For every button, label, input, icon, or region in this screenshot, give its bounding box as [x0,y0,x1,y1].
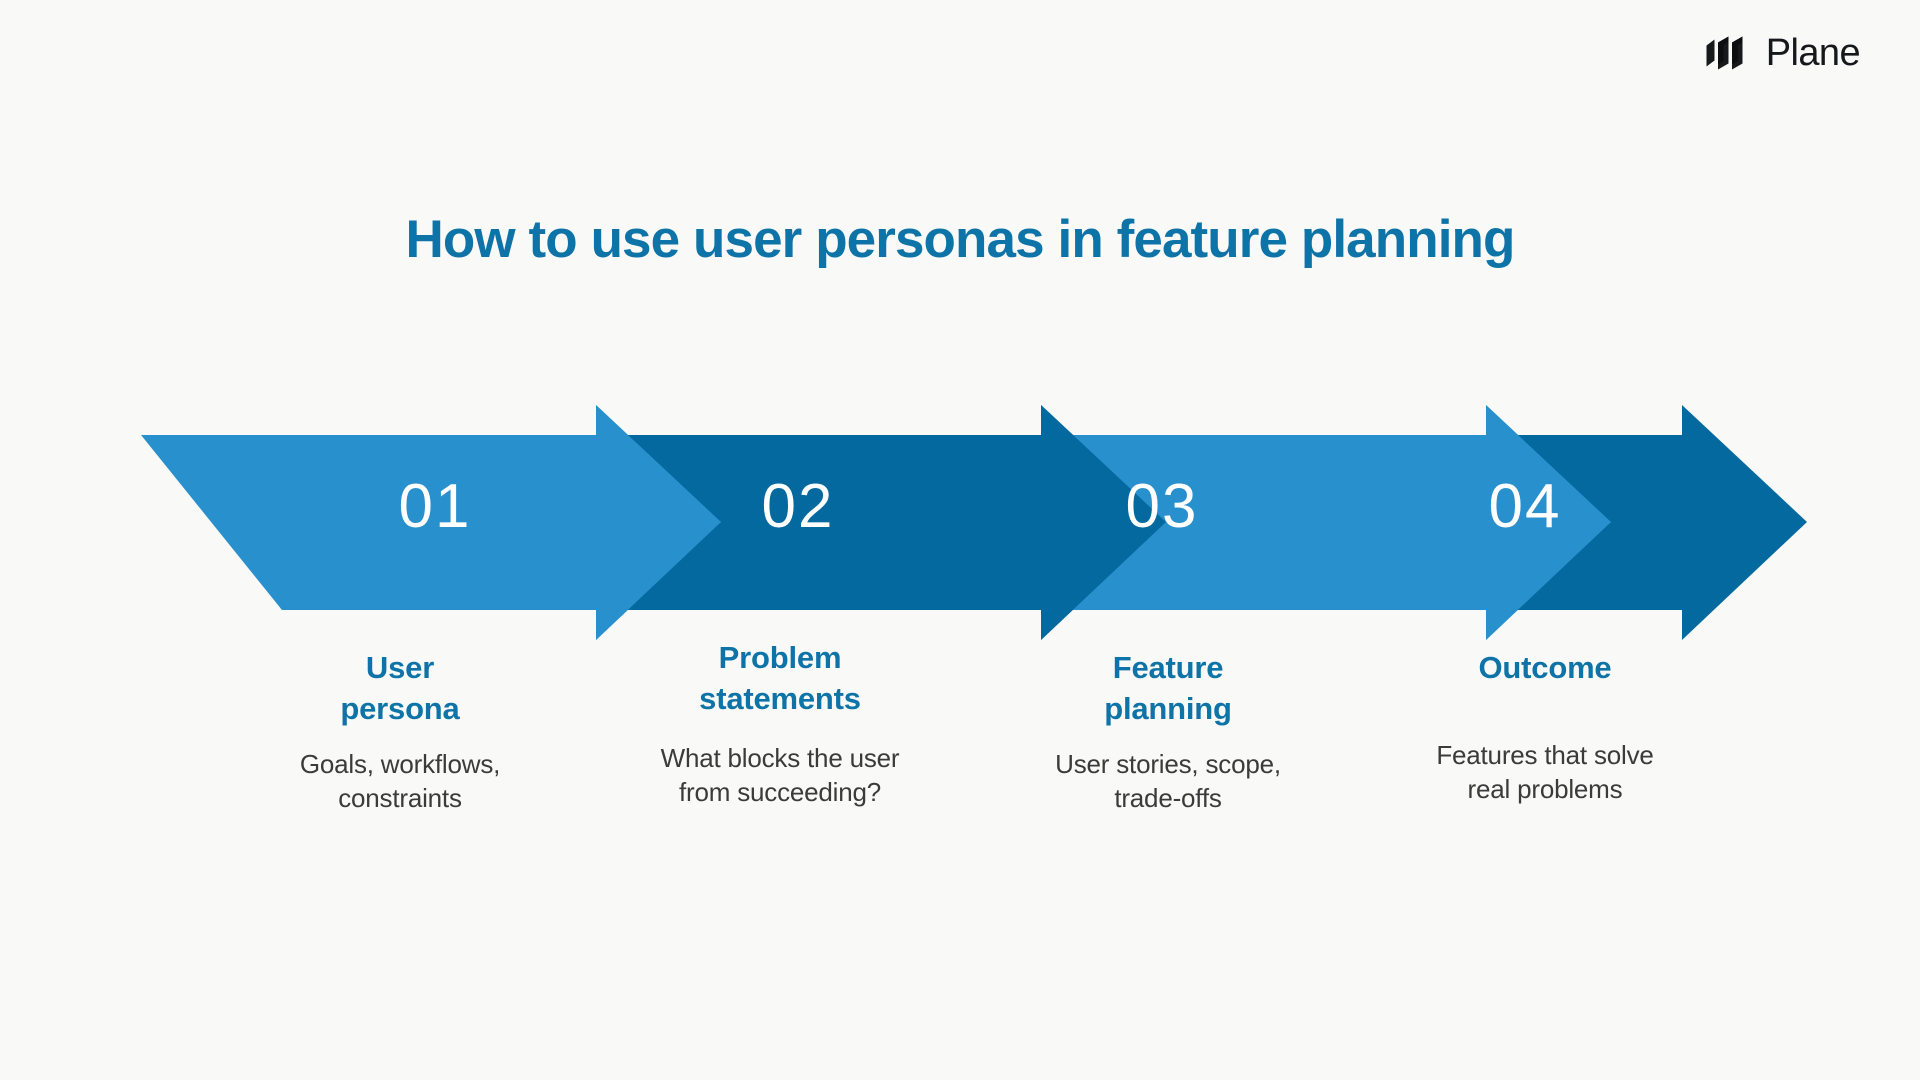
step-caption-1-title-line-1: User [365,650,435,685]
step-caption-3-title: Feature planning [1018,648,1318,730]
brand-lockup: Plane [1706,32,1861,74]
step-caption-2-title: Problem statements [630,638,930,720]
step-caption-3-title-line-2: planning [1104,690,1232,726]
step-caption-3-title-line-1: Feature [1112,650,1224,685]
step-caption-1: User persona Goals, workflows, constrain… [250,648,550,815]
step-caption-2-desc-line-1: What blocks the user [660,742,900,773]
arrow-head-1-overlay [596,405,721,640]
step-caption-3-desc-line-2: trade-offs [1114,782,1222,813]
step-caption-2: Problem statements What blocks the user … [630,638,930,809]
step-caption-2-title-line-1: Problem [718,640,842,675]
step-number-03: 03 [1125,472,1199,541]
step-caption-4-title-line-1: Outcome [1478,650,1612,685]
plane-logo-icon [1706,36,1752,70]
arrow-head-3-overlay [1041,405,1166,640]
step-caption-1-desc: Goals, workflows, constraints [250,748,550,816]
step-caption-1-desc-line-1: Goals, workflows, [299,748,501,779]
process-arrow-band [0,390,1920,655]
arrow-step-1 [141,405,721,640]
brand-name: Plane [1765,32,1861,74]
step-number-04: 04 [1488,472,1562,541]
step-caption-2-desc: What blocks the user from succeeding? [630,742,930,810]
step-caption-1-title: User persona [250,648,550,730]
arrow-step-2 [596,405,1166,640]
step-caption-3-desc-line-1: User stories, scope, [1055,748,1281,779]
step-caption-2-title-line-2: statements [699,680,861,716]
step-caption-3: Feature planning User stories, scope, tr… [1018,648,1318,815]
step-number-02: 02 [761,472,835,541]
arrow-head-2-overlay [1486,405,1611,640]
step-caption-2-desc-line-2: from succeeding? [678,776,882,807]
arrow-step-4 [1486,405,1807,640]
step-caption-4-desc-line-2: real problems [1467,773,1623,804]
step-captions: User persona Goals, workflows, constrain… [0,640,1920,888]
step-caption-4: Outcome Features that solve real problem… [1395,648,1695,807]
arrow-step-3 [1041,405,1611,640]
step-caption-4-desc-line-1: Features that solve [1436,739,1654,770]
step-caption-4-title: Outcome [1395,648,1695,689]
page-title: How to use user personas in feature plan… [405,210,1516,269]
step-caption-4-desc: Features that solve real problems [1395,739,1695,807]
step-number-01: 01 [398,472,472,541]
step-caption-1-title-line-2: persona [340,690,460,726]
step-caption-1-desc-line-2: constraints [338,782,462,813]
step-caption-3-desc: User stories, scope, trade-offs [1018,748,1318,816]
